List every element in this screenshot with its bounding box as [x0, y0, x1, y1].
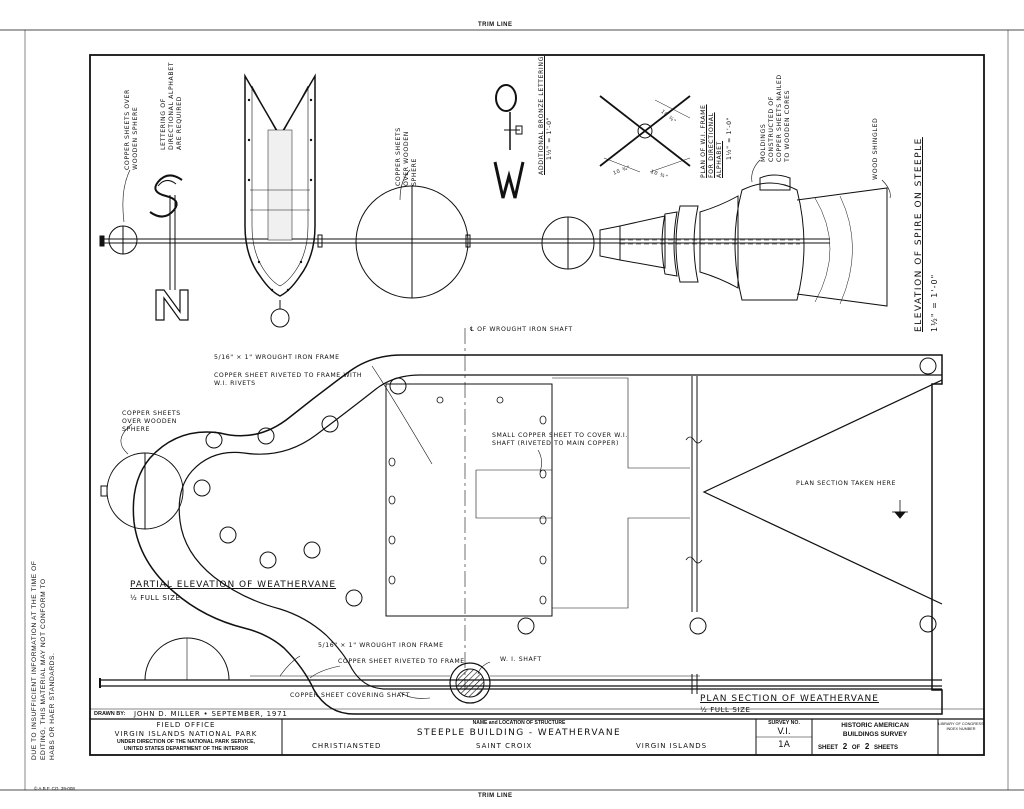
- sheet-number: 2: [842, 742, 848, 751]
- survey-no-2: 1A: [778, 740, 790, 750]
- town-name: CHRISTIANSTED: [312, 742, 382, 750]
- weathervane-partial-elevation: [100, 354, 943, 715]
- note-section-frame: 5/16" × 1" WROUGHT IRON FRAME: [318, 642, 444, 649]
- note-copper-sphere-1: COPPER SHEETS OVER WOODEN SPHERE: [124, 89, 139, 170]
- loc-line-1: LIBRARY OF CONGRESS: [938, 722, 984, 726]
- side-note-text: DUE TO INSUFFICIENT INFORMATION AT THE T…: [31, 560, 56, 760]
- trim-line-label-bottom: TRIM LINE: [478, 793, 513, 799]
- note-copper-sphere-2: COPPER SHEETS OVER WOODEN SPHERE: [395, 127, 418, 186]
- note-riveted: COPPER SHEET RIVETED TO FRAME WITH W.I. …: [214, 372, 363, 387]
- park-name: VIRGIN ISLANDS NATIONAL PARK: [114, 730, 258, 738]
- sheet-count: SHEET 2 OF 2 SHEETS: [818, 742, 898, 751]
- spire-elevation: [99, 73, 891, 328]
- note-wi-shaft: W. I. SHAFT: [500, 656, 542, 663]
- trim-line-label-top: TRIM LINE: [478, 22, 513, 28]
- elevation-scale: 1½" = 1'-0": [930, 273, 939, 332]
- partial-elevation-scale: ½ FULL SIZE: [130, 594, 181, 602]
- plan-section-scale: ½ FULL SIZE: [700, 706, 751, 714]
- note-covering-shaft: COPPER SHEET COVERING SHAFT: [290, 692, 410, 699]
- note-plan-scale: 1½" = 1'-0": [726, 116, 733, 160]
- survey-no-label: SURVEY NO.: [768, 720, 800, 726]
- note-plan-section-taken: PLAN SECTION TAKEN HERE: [796, 480, 897, 487]
- note-small-sheet: SMALL COPPER SHEET TO COVER W.I. SHAFT (…: [492, 432, 628, 447]
- name-location-label: NAME and LOCATION OF STRUCTURE: [472, 720, 566, 726]
- plan-section-title: PLAN SECTION OF WEATHERVANE: [700, 694, 879, 704]
- side-note: DUE TO INSUFFICIENT INFORMATION AT THE T…: [30, 560, 70, 760]
- note-plan-of-frame: PLAN OF W.I. FRAME FOR DIRECTIONAL ALPHA…: [700, 104, 723, 178]
- note-bronze-scale: 1½" = 1'-0": [546, 116, 553, 160]
- note-sphere: COPPER SHEETS OVER WOODEN SPHERE: [122, 410, 181, 433]
- note-section-riveted: COPPER SHEET RIVETED TO FRAME: [338, 658, 465, 665]
- note-moldings: MOLDINGS CONSTRUCTED OF COPPER SHEETS NA…: [760, 74, 791, 162]
- structure-name: STEEPLE BUILDING - WEATHERVANE: [416, 728, 622, 738]
- note-directional-lettering: LETTERING OF DIRECTIONAL ALPHABET ARE RE…: [160, 61, 183, 150]
- drawn-by-label: DRAWN BY:: [94, 711, 126, 717]
- sheets-label: SHEETS: [873, 745, 898, 751]
- note-wood-shingled: WOOD SHINGLED: [872, 117, 879, 180]
- direction-line-1: UNDER DIRECTION OF THE NATIONAL PARK SER…: [117, 739, 255, 745]
- sheet-label: SHEET: [818, 745, 839, 751]
- field-office: FIELD OFFICE: [156, 721, 216, 729]
- note-bronze-lettering: ADDITIONAL BRONZE LETTERING: [538, 56, 545, 175]
- habs-line-1: HISTORIC AMERICAN: [841, 722, 909, 729]
- loc-line-2: INDEX NUMBER: [946, 727, 976, 731]
- weathervane-plan-section: [99, 637, 942, 704]
- note-frame: 5/16" × 1" WROUGHT IRON FRAME: [214, 354, 340, 361]
- elevation-title: ELEVATION OF SPIRE ON STEEPLE: [914, 137, 924, 332]
- sheet-total: 2: [864, 742, 870, 751]
- drawn-by-value: JOHN D. MILLER • SEPTEMBER, 1971: [134, 710, 288, 718]
- of-label: OF: [851, 745, 861, 751]
- printer-mark: © A.B.F. CO. 39-008: [34, 786, 75, 791]
- title-block-lines: [90, 708, 984, 755]
- sheet-border: [89, 54, 985, 756]
- island-name: SAINT CROIX: [476, 742, 533, 750]
- habs-line-2: BUILDINGS SURVEY: [842, 731, 908, 738]
- survey-no-1: V.I.: [777, 727, 791, 737]
- partial-elevation-title: PARTIAL ELEVATION OF WEATHERVANE: [130, 580, 337, 590]
- territory-name: VIRGIN ISLANDS: [636, 742, 708, 750]
- note-centerline: ℄ OF WROUGHT IRON SHAFT: [470, 326, 573, 333]
- direction-line-2: UNITED STATES DEPARTMENT OF THE INTERIOR: [123, 746, 249, 752]
